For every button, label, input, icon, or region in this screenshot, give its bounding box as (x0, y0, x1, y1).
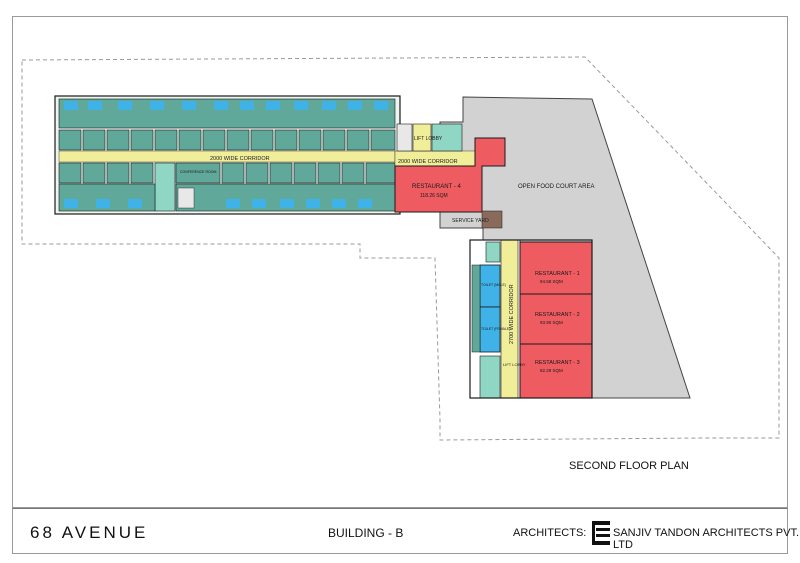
toilet-male-label: TOILET (MALE) (481, 283, 506, 287)
soho-unit (130, 162, 154, 184)
soho-unit (106, 162, 130, 184)
corridor-east-label: 2000 WIDE CORRIDOR (398, 159, 458, 165)
soho-unit (226, 129, 250, 151)
lift-core (154, 162, 176, 212)
restaurant-1-area: 94.58 SQM (540, 279, 563, 284)
lift-core-bottom (479, 355, 501, 399)
lift-lobby-bottom-label: LIFT LOBBY (503, 362, 526, 367)
toilet-female-label: TOILET (FEMALE) (481, 327, 510, 331)
floor-plan-drawing: 2000 WIDE CORRIDOR 2000 WIDE CORRIDOR CO… (21, 56, 780, 441)
soho-unit (365, 162, 396, 184)
soho-row-top (58, 129, 396, 151)
restaurant-2-room (519, 293, 593, 345)
soho-unit (269, 162, 293, 184)
title-block (12, 508, 788, 554)
lift-core-top (431, 123, 463, 152)
stair-bottom (485, 241, 501, 263)
soho-unit (154, 129, 178, 151)
restaurant-2-name: RESTAURANT - 2 (535, 312, 580, 318)
service-yard-label: SERVICE YARD (452, 218, 489, 224)
architects-label: ARCHITECTS: (513, 527, 587, 539)
restaurant-1-name: RESTAURANT - 1 (535, 271, 580, 277)
lower-wing-outline (469, 239, 593, 399)
soho-unit (221, 162, 245, 184)
soho-unit (130, 129, 154, 151)
soho-row-bottom (58, 162, 396, 212)
soho-unit (317, 162, 341, 184)
restaurant-4-area: 118.26 SQM (420, 193, 448, 199)
building-name: BUILDING - B (328, 526, 404, 540)
soho-balcony-bottom (58, 183, 396, 212)
soho-balcony-top (58, 98, 396, 129)
architect-logo-icon (592, 521, 610, 545)
soho-unit (346, 129, 370, 151)
soho-unit (106, 129, 130, 151)
restaurant-3-name: RESTAURANT - 3 (535, 360, 580, 366)
corridor-main-label: 2000 WIDE CORRIDOR (210, 156, 270, 162)
soho-unit (58, 129, 82, 151)
lift-lobby-top (412, 123, 432, 152)
soho-unit (370, 129, 396, 151)
architects-name: SANJIV TANDON ARCHITECTS PVT. LTD (613, 527, 800, 551)
soho-unit (322, 129, 346, 151)
restaurant-2-area: 93.90 SQM (540, 320, 563, 325)
drawing-frame (12, 16, 788, 508)
soho-unit (293, 162, 317, 184)
soho-unit (245, 162, 269, 184)
restaurant-3-area: 82.29 SQM (540, 368, 563, 373)
soho-unit (274, 129, 298, 151)
conference-label: CONFERENCE ROOM (180, 170, 216, 174)
floor-plan-title: SECOND FLOOR PLAN (569, 460, 689, 472)
restaurant-4-room (394, 137, 506, 213)
restaurant-3-room (519, 343, 593, 399)
project-name: 68 AVENUE (30, 523, 149, 542)
soho-unit (202, 129, 226, 151)
toilet-service (471, 264, 481, 353)
soho-unit (82, 129, 106, 151)
restaurant-1-room (519, 241, 593, 295)
open-food-court-label: OPEN FOOD COURT AREA (518, 184, 594, 190)
corridor-vertical-label: 2700 WIDE CORRIDOR (509, 284, 515, 344)
lift-lobby-top-label: LIFT LOBBY (414, 136, 443, 142)
soho-unit (178, 129, 202, 151)
restaurant-4-name: RESTAURANT - 4 (412, 184, 461, 190)
soho-unit (250, 129, 274, 151)
site-boundary (21, 56, 780, 441)
soho-unit (58, 162, 82, 184)
soho-unit (341, 162, 365, 184)
soho-unit (298, 129, 322, 151)
stair-top (396, 123, 413, 152)
conference-room (175, 162, 221, 184)
soho-unit (82, 162, 106, 184)
